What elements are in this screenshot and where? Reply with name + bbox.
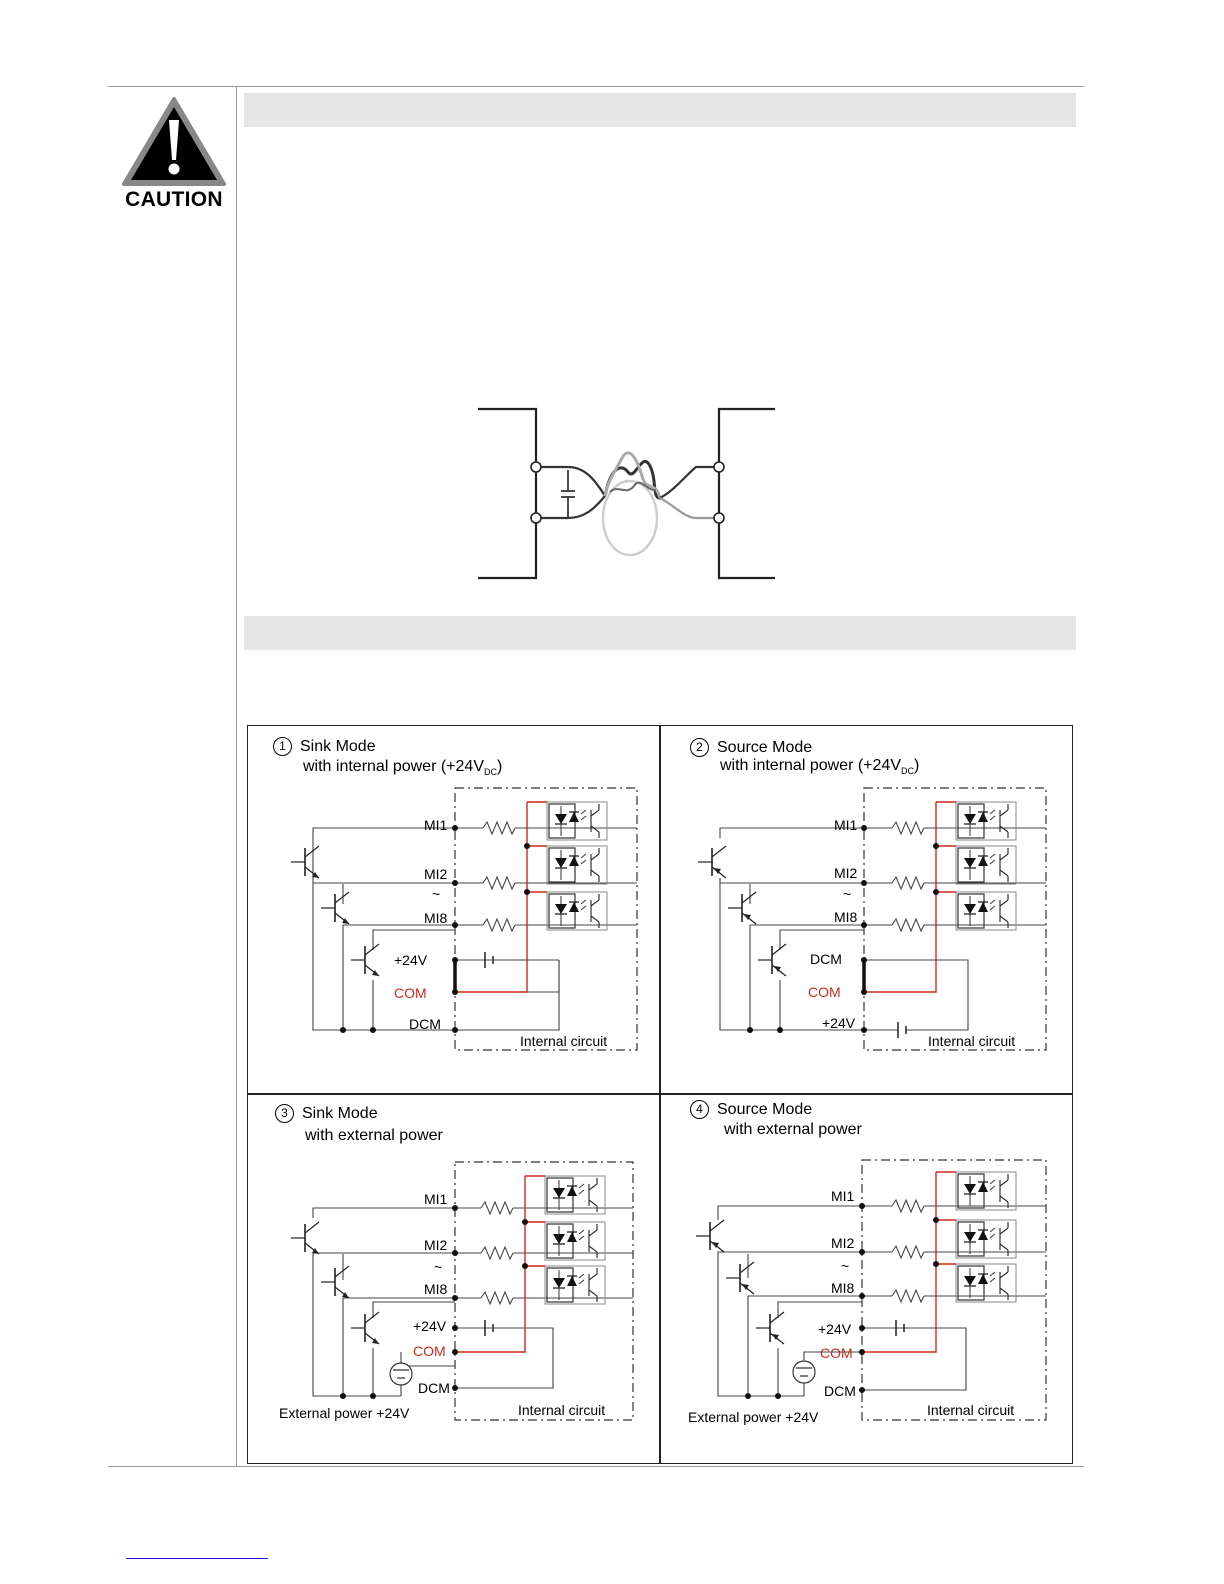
- panel-2-label-tilde: ~: [843, 886, 852, 902]
- panel-3-label-tilde: ~: [434, 1259, 443, 1275]
- panel-1-mode: Sink Mode: [300, 738, 376, 755]
- panel-2-label-internal: Internal circuit: [928, 1033, 1016, 1049]
- panel-2-label-com: COM: [808, 984, 841, 1000]
- panel-1-label-b: DCM: [409, 1016, 441, 1032]
- panel-4-label-com: COM: [820, 1345, 853, 1361]
- panel-2-subtitle-text: with internal power (+24V: [720, 757, 901, 774]
- panel-2-label-mi2: MI2: [834, 865, 858, 881]
- panel-3-label-internal: Internal circuit: [518, 1402, 606, 1418]
- panel-2-label-mi8: MI8: [834, 909, 858, 925]
- panel-2-subtitle-sub: DC: [900, 766, 914, 777]
- panel-4-subtitle: with external power: [724, 1121, 862, 1138]
- panel-1-label-mi2: MI2: [424, 866, 448, 882]
- panel-4-circuit: [695, 1159, 1047, 1421]
- panel-1-label-tilde: ~: [432, 886, 441, 902]
- panel-1-subtitle-sub: DC: [483, 767, 497, 778]
- panel-3-title: 3 Sink Mode: [275, 1104, 378, 1124]
- panel-3-label-b: DCM: [418, 1380, 450, 1396]
- panel-2-circuit: [697, 787, 1047, 1051]
- margin-divider: [236, 86, 237, 1466]
- panel-3-label-mi2: MI2: [424, 1237, 448, 1253]
- panel-4-label-external: External power +24V: [688, 1409, 819, 1425]
- panel-3-label-com: COM: [413, 1343, 446, 1359]
- panel-4-label-mi2: MI2: [831, 1235, 855, 1251]
- bottom-rule: [108, 1466, 1084, 1467]
- panel-2-label-mi1: MI1: [834, 817, 858, 833]
- grid-divider-horizontal: [247, 1093, 1073, 1095]
- panel-1-label-com: COM: [394, 985, 427, 1001]
- panel-4-number: 4: [690, 1100, 709, 1119]
- panel-3-number: 3: [275, 1104, 294, 1123]
- caution-label: CAUTION: [125, 188, 223, 211]
- panel-2-subtitle: with internal power (+24VDC): [720, 756, 919, 781]
- panel-4-label-tilde: ~: [841, 1258, 850, 1274]
- panel-3-label-mi1: MI1: [424, 1191, 448, 1207]
- panel-1-label-internal: Internal circuit: [520, 1033, 608, 1049]
- grid-divider-vertical: [659, 725, 661, 1464]
- top-rule: [108, 86, 1084, 87]
- panel-2-label-a: DCM: [810, 951, 842, 967]
- caution-triangle-icon: [122, 97, 226, 186]
- panel-4-title: 4 Source Mode: [690, 1100, 812, 1120]
- panel-1-title: 1 Sink Mode: [273, 737, 376, 757]
- panel-1-number: 1: [273, 737, 292, 756]
- panel-3-mode: Sink Mode: [302, 1105, 378, 1122]
- panel-1-label-a: +24V: [394, 952, 428, 968]
- panel-4-label-mi8: MI8: [831, 1280, 855, 1296]
- section-header-band-1: [244, 93, 1076, 127]
- shielded-cable-diagram: [478, 407, 775, 580]
- panel-1-subtitle-end: ): [496, 758, 503, 775]
- panel-4-label-internal: Internal circuit: [927, 1402, 1015, 1418]
- panel-4-label-a: +24V: [818, 1321, 852, 1337]
- panel-3-label-a: +24V: [413, 1318, 447, 1334]
- panel-4-label-b: DCM: [824, 1383, 856, 1399]
- panel-2-number: 2: [690, 738, 709, 757]
- panel-1-label-mi8: MI8: [424, 910, 448, 926]
- panel-4-label-mi1: MI1: [831, 1188, 855, 1204]
- panel-3-label-mi8: MI8: [424, 1281, 448, 1297]
- panel-2-label-b: +24V: [822, 1015, 856, 1031]
- panel-4-mode: Source Mode: [717, 1101, 813, 1118]
- panel-2-mode: Source Mode: [717, 739, 813, 756]
- panel-3-circuit: [290, 1161, 634, 1421]
- panel-2-subtitle-end: ): [913, 757, 920, 774]
- panel-1-circuit: [290, 787, 638, 1051]
- panel-3-label-external: External power +24V: [279, 1405, 410, 1421]
- panel-1-subtitle-text: with internal power (+24V: [303, 758, 484, 775]
- panel-1-subtitle: with internal power (+24VDC): [303, 757, 502, 782]
- panel-3-subtitle: with external power: [305, 1127, 443, 1144]
- section-header-band-2: [244, 616, 1076, 650]
- panel-2-title: 2 Source Mode: [690, 738, 812, 758]
- panel-1-label-mi1: MI1: [424, 817, 448, 833]
- footer-link-underline[interactable]: [126, 1558, 268, 1559]
